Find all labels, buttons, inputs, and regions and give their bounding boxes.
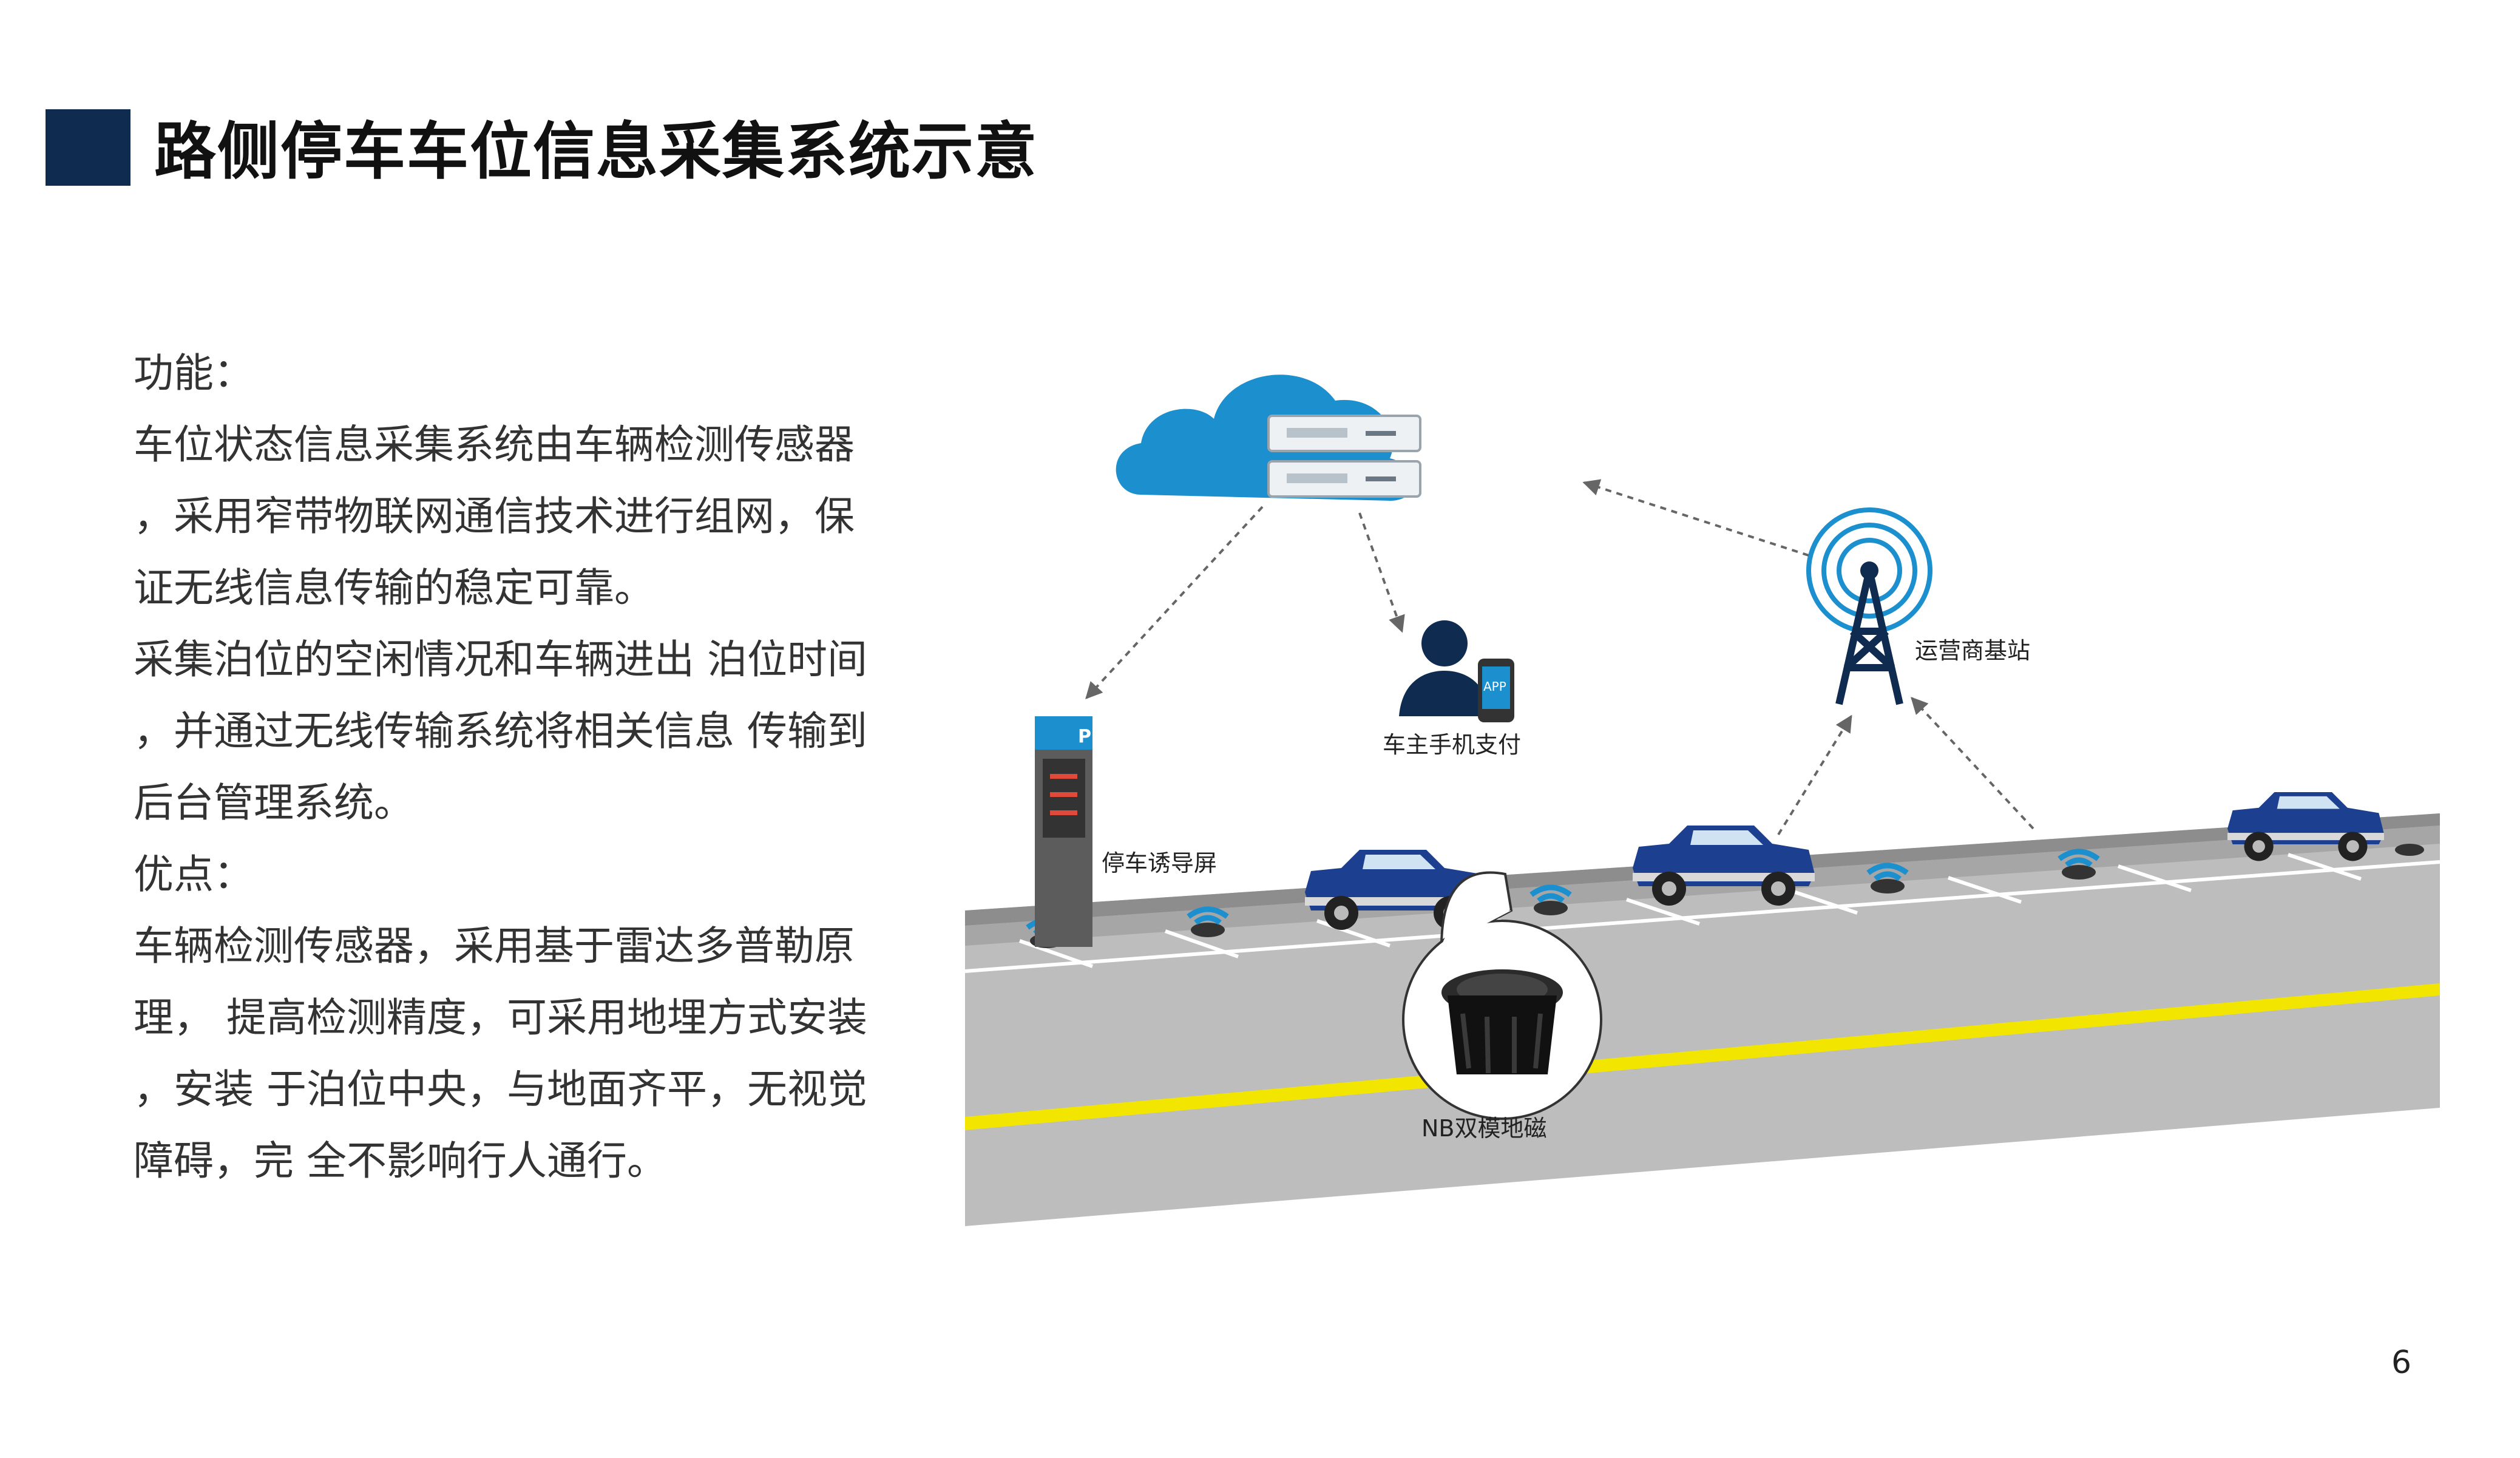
- text-line: 证无线信息传输的稳定可靠。: [134, 565, 654, 611]
- guidance-screen: P: [1035, 716, 1092, 947]
- text-line: 车辆检测传感器，采用基于雷达多普勒原: [134, 923, 855, 969]
- text-line: 理， 提高检测精度，可采用地埋方式安装: [134, 994, 867, 1041]
- connection-arrows: [1085, 479, 2034, 836]
- car-icon: [1633, 826, 1815, 906]
- text-line: 采集泊位的空闲情况和车辆进出 泊位时间: [134, 636, 867, 683]
- base-station-tower: [1806, 507, 1932, 705]
- sensor-icon: [1529, 884, 1572, 915]
- text-line: 功能：: [134, 350, 254, 396]
- system-diagram: P 停车诱导屏 管理云平台 APP 车主手机支付: [965, 328, 2440, 1226]
- text-line: 后台管理系统。: [134, 779, 414, 826]
- parked-cars: [1305, 792, 2384, 930]
- yellow-center-line: [965, 983, 2440, 1130]
- description-text: 功能： 车位状态信息采集系统由车辆检测传感器 ，采用窄带物联网通信技术进行组网，…: [134, 337, 941, 1197]
- server-icon: [1267, 415, 1421, 498]
- cloud-label: 管理云平台: [1425, 443, 1534, 468]
- text-line: ，采用窄带物联网通信技术进行组网，保: [134, 493, 855, 540]
- geomagnetic-sensor-icon: [1441, 969, 1563, 1074]
- text-line: ，并通过无线传输系统将相关信息 传输到: [134, 708, 867, 754]
- sensor-icon: [1866, 863, 1909, 893]
- tower-label: 运营商基站: [1915, 637, 2030, 664]
- parking-sign-letter: P: [1078, 726, 1091, 747]
- cloud-platform: [1116, 375, 1421, 501]
- page-number: 6: [2391, 1344, 2412, 1381]
- text-line: ，安装 于泊位中央，与地面齐平，无视觉: [134, 1066, 867, 1113]
- sensor-icon: [2058, 849, 2100, 880]
- phone-label: 车主手机支付: [1383, 731, 1521, 758]
- screen-label: 停车诱导屏: [1102, 850, 1217, 876]
- phone-payment: APP: [1399, 620, 1514, 722]
- car-icon: [1305, 850, 1487, 930]
- sensor-callout: [1402, 871, 1602, 1120]
- sensor-icon: [2395, 844, 2424, 856]
- app-badge: APP: [1483, 679, 1506, 694]
- text-line: 车位状态信息采集系统由车辆检测传感器: [134, 421, 855, 468]
- tower-icon: [1835, 569, 1903, 705]
- title-accent-block: [46, 109, 130, 186]
- text-line: 优点：: [134, 851, 254, 898]
- sensor-label: NB双模地磁: [1421, 1115, 1547, 1142]
- text-line: 障碍，完 全不影响行人通行。: [134, 1138, 667, 1184]
- user-icon: [1421, 620, 1468, 666]
- sensor-icon: [1187, 906, 1229, 937]
- car-icon: [2227, 792, 2384, 861]
- page-title: 路侧停车车位信息采集系统示意: [154, 116, 1038, 188]
